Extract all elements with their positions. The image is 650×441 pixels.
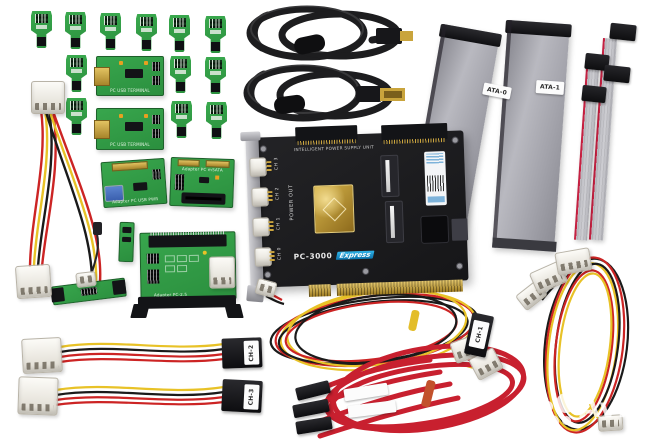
- sata-socket: [181, 192, 226, 205]
- power-out-ch1: [252, 217, 270, 237]
- ide-connector: [148, 231, 227, 248]
- molex-connector: [31, 81, 65, 114]
- ata0-label-text: ATA-0: [486, 85, 508, 97]
- red-coil-tie: [421, 380, 436, 408]
- serial-label: [424, 151, 447, 206]
- ch3-cable-wires: [54, 385, 225, 407]
- msata-adapter-board: Adapter PC mSATA: [169, 156, 235, 209]
- molex-wire-bundle: [28, 108, 102, 284]
- pc25-bracket: [137, 295, 237, 309]
- ch1-label: CH-1: [473, 325, 485, 344]
- power-out-ch2: [251, 187, 269, 207]
- avito-logo-dot: [545, 415, 559, 429]
- usb-terminal-label: PC USB TERMINAL: [110, 142, 150, 148]
- avito-logo-dot: [556, 393, 576, 413]
- molex-connector: [14, 263, 53, 300]
- jumper-connector: [93, 222, 102, 235]
- usb-connector-1: [376, 28, 402, 44]
- right-power-coil: [542, 256, 630, 434]
- idc-plug: [609, 22, 637, 42]
- pcie-edge: [308, 284, 332, 297]
- small-vertical-adapter: [118, 221, 135, 263]
- usb-cable-coil-1: [246, 5, 402, 61]
- yellow-twist-tie: [408, 309, 420, 332]
- usb-a-connector: [356, 86, 382, 102]
- power-out-text: POWER OUT: [288, 184, 296, 221]
- usb-b-port: [94, 67, 110, 86]
- power-out-ch3: [249, 157, 267, 177]
- avito-logo-dot: [542, 401, 553, 412]
- pc3000-card: INTELLIGENT POWER SUPPLY UNIT CH 3 CH 2 …: [240, 122, 469, 303]
- ch2-channel-label: CH 2: [275, 186, 281, 201]
- ata1-label-text: ATA-1: [539, 83, 561, 92]
- usb-b-port: [94, 120, 110, 139]
- card-header-text: INTELLIGENT POWER SUPPLY UNIT: [293, 144, 375, 153]
- ch3-sata-plug: CH-3: [221, 378, 263, 414]
- avito-logo-dot: [562, 416, 571, 425]
- card-sata-socket-2: [384, 200, 405, 244]
- card-model-text: PC-3000: [293, 251, 333, 262]
- usb-terminal-board-1: PC USB TERMINAL: [94, 56, 164, 96]
- sata-cable-coil: [323, 343, 527, 434]
- msata-label: Adapter PC mSATA: [181, 166, 223, 174]
- ch1-channel-label: CH 1: [276, 216, 282, 231]
- hologram-sticker: [313, 184, 355, 234]
- card-sata-socket-1: [380, 154, 400, 198]
- usb-terminal-board-2: PC USB TERMINAL: [94, 108, 164, 150]
- idc-plug: [603, 64, 631, 84]
- ide-header-2: [381, 122, 448, 145]
- board-4pin-connector: [75, 270, 97, 289]
- avito-watermark: Avito: [540, 392, 650, 438]
- ch3-label: CH-3: [247, 388, 256, 406]
- transformer: [420, 214, 450, 244]
- ch2-cable-wires: [59, 342, 225, 364]
- ch3-molex: [17, 376, 59, 416]
- usb-terminal-label: PC USB TERMINAL: [110, 88, 150, 94]
- idc-plug: [581, 84, 607, 104]
- ata1-label: ATA-1: [535, 80, 565, 95]
- ch0-channel-label: CH 0: [277, 246, 283, 261]
- ch2-molex: [21, 336, 63, 375]
- ch2-sata-plug: CH-2: [221, 337, 263, 369]
- usb-pwr-adapter-board: Adapter PC USB PWR: [100, 157, 168, 209]
- molex-socket: [208, 256, 236, 289]
- ide-header-1: [295, 125, 358, 146]
- pc25-adapter-board: Adapter PC-2.5: [139, 231, 237, 301]
- ferrite-bead-1: [294, 34, 326, 55]
- avito-watermark-text: Avito: [579, 393, 650, 424]
- card-brand-logo: Express: [335, 250, 374, 260]
- ferrite-bead-2: [274, 94, 306, 114]
- ch2-label: CH-2: [247, 344, 256, 362]
- ch3-channel-label: CH 3: [274, 156, 280, 171]
